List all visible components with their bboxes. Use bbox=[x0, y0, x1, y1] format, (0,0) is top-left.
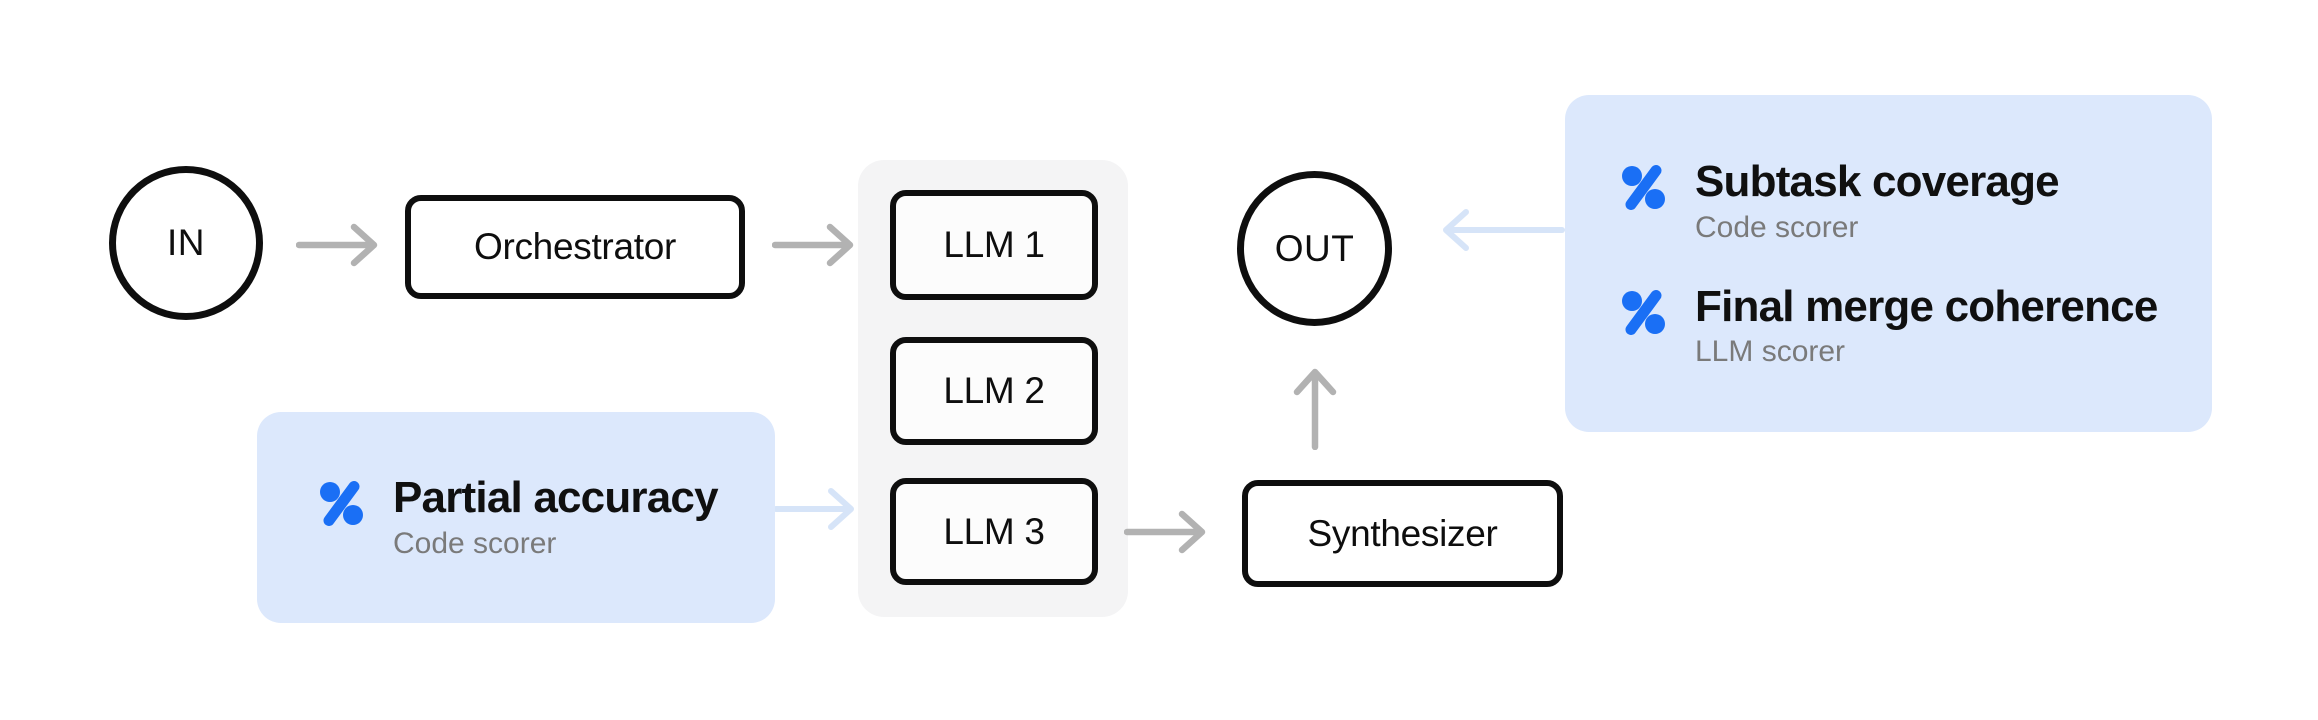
scorer-row-subtask-coverage: Subtask coverage Code scorer bbox=[1620, 157, 2212, 245]
scorer-subtitle: Code scorer bbox=[393, 526, 557, 560]
scorer-title: Subtask coverage bbox=[1695, 157, 2060, 207]
callout-partial-accuracy: Partial accuracy Code scorer bbox=[257, 412, 775, 623]
scorer-subtitle: Code scorer bbox=[1695, 210, 1859, 244]
scorer-title: Partial accuracy bbox=[393, 473, 719, 523]
arrow-input-to-orchestrator-icon bbox=[296, 222, 380, 268]
synthesizer-node-label: Synthesizer bbox=[1307, 512, 1498, 554]
scorer-row-final-merge-coherence: Final merge coherence LLM scorer bbox=[1620, 282, 2212, 370]
callout-output-scorers: Subtask coverage Code scorer Final merge… bbox=[1565, 95, 2212, 432]
arrow-synthesizer-to-output-icon bbox=[1292, 366, 1338, 450]
input-node: IN bbox=[109, 166, 263, 320]
scorer-percent-icon bbox=[318, 481, 365, 531]
scorer-percent-icon bbox=[1620, 165, 1667, 215]
llm-node-2-label: LLM 2 bbox=[943, 370, 1045, 411]
output-node: OUT bbox=[1237, 171, 1392, 326]
llm-node-2: LLM 2 bbox=[890, 337, 1098, 445]
llm-node-1-label: LLM 1 bbox=[943, 224, 1045, 265]
scorer-percent-icon bbox=[1620, 289, 1667, 340]
orchestrator-node-label: Orchestrator bbox=[473, 226, 676, 267]
scorer-row-partial-accuracy: Partial accuracy Code scorer bbox=[318, 473, 775, 561]
output-node-label: OUT bbox=[1274, 227, 1355, 269]
arrow-orchestrator-to-llm1-icon bbox=[772, 222, 856, 268]
orchestrator-node: Orchestrator bbox=[405, 195, 745, 299]
scorer-title: Final merge coherence bbox=[1695, 281, 2158, 331]
llm-node-1: LLM 1 bbox=[890, 190, 1098, 300]
arrow-scorer-to-llm3-icon bbox=[773, 486, 857, 532]
arrow-scorers-to-output-icon bbox=[1440, 207, 1565, 253]
arrow-llm3-to-synthesizer-icon bbox=[1124, 509, 1208, 555]
llm-node-3: LLM 3 bbox=[890, 478, 1098, 585]
llm-node-3-label: LLM 3 bbox=[943, 510, 1045, 552]
input-node-label: IN bbox=[167, 222, 205, 263]
synthesizer-node: Synthesizer bbox=[1242, 480, 1563, 587]
scorer-subtitle: LLM scorer bbox=[1695, 334, 1846, 368]
